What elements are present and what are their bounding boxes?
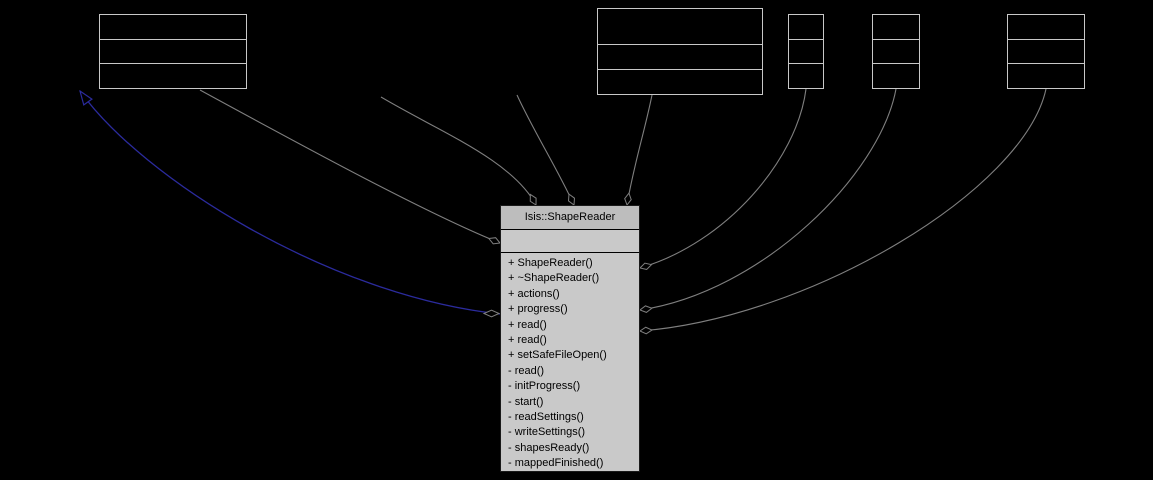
node-title-compartment [100, 15, 246, 40]
node-attrs-compartment [873, 40, 919, 65]
aggregation-edge-6 [640, 88, 897, 310]
node-attrs-compartment [598, 45, 762, 70]
class-node-top-right-3[interactable] [1007, 14, 1085, 89]
class-node-top-center[interactable] [597, 8, 763, 95]
node-methods-compartment [598, 70, 762, 94]
method-label: + read() [508, 333, 547, 346]
method-label: - writeSettings() [508, 426, 586, 439]
class-node-top-right-1[interactable] [788, 14, 824, 89]
aggregation-edge-3 [516, 94, 574, 205]
aggregation-edge-7 [640, 88, 1047, 331]
node-methods-compartment [789, 64, 823, 88]
node-methods-compartment [100, 64, 246, 88]
aggregation-edge-5 [640, 88, 807, 268]
node-methods-compartment [873, 64, 919, 88]
method-label: + read() [508, 318, 547, 331]
node-title-compartment [598, 9, 762, 45]
node-title-compartment [789, 15, 823, 40]
method-label: + ~ShapeReader() [508, 272, 600, 285]
node-methods-compartment [1008, 64, 1084, 88]
class-method-list: + ShapeReader() + ~ShapeReader() + actions… [501, 253, 639, 471]
method-label: + ShapeReader() [508, 257, 593, 269]
aggregation-diamond-left [482, 309, 501, 318]
class-attributes-compartment [501, 230, 639, 253]
main-class-node: Isis::ShapeReader + ShapeReader()+ ~Shap… [500, 205, 640, 472]
method-label: - mappedFinished() [508, 457, 604, 470]
node-attrs-compartment [1008, 40, 1084, 65]
class-node-top-left[interactable] [99, 14, 247, 89]
node-attrs-compartment [789, 40, 823, 65]
method-label: + actions() [508, 287, 560, 300]
node-title-compartment [1008, 15, 1084, 40]
method-label: - read() [508, 364, 545, 377]
aggregation-edge-2 [380, 96, 536, 205]
aggregation-edge-4 [627, 94, 653, 205]
method-label: - readSettings() [508, 410, 584, 423]
inheritance-edge [80, 91, 501, 315]
node-title-compartment [873, 15, 919, 40]
node-attrs-compartment [100, 40, 246, 65]
class-node-top-right-2[interactable] [872, 14, 920, 89]
method-label: + setSafeFileOpen() [508, 349, 607, 362]
class-title: Isis::ShapeReader [501, 206, 639, 230]
method-label: + progress() [508, 303, 568, 316]
method-label: - initProgress() [508, 380, 581, 393]
method-label: - start() [508, 395, 544, 408]
method-label: - shapesReady() [508, 441, 590, 454]
aggregation-edge-1 [199, 89, 500, 243]
